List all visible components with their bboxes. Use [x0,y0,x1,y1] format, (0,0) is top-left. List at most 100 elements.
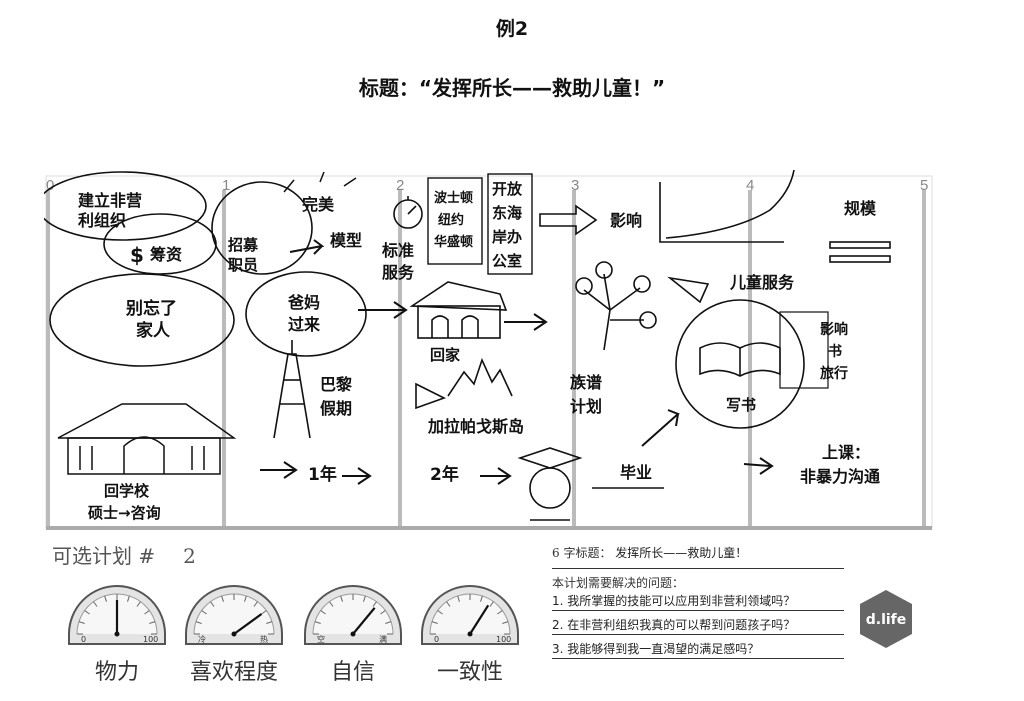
gauge-needle [233,613,263,635]
gauge-max-label: 满 [379,634,387,644]
nonprofit-line2: 利组织 [78,211,126,230]
graduate-text: 毕业 [620,463,652,482]
child-service-text: 儿童服务 [729,273,795,292]
gauge-tick [244,595,247,602]
svg-text:巴黎假期: 巴黎假期 [320,375,352,418]
gauge-hub [231,631,237,637]
office-line: 开放 [492,180,523,198]
column-label: 1 [222,177,230,194]
gauge-tick [320,610,326,615]
tree-icon [575,261,657,351]
family-line1: 别忘了 [125,298,177,319]
gauge-tick [480,595,483,602]
gauge-label: 喜欢程度 [189,660,278,685]
dlife-logo: d.life [860,590,912,648]
impact-list-box [779,311,829,389]
title-value: 发挥所长——救助儿童！ [615,546,748,560]
divider [552,568,844,569]
oval-family [49,273,235,367]
gauge-tick [502,621,509,624]
genealogy-line2: 计划 [570,397,602,416]
year2-text: 2年 [430,464,459,485]
oval-nonprofit [44,171,207,241]
questions-label: 本计划需要解决的问题： [552,576,685,590]
oval-recruit [211,181,313,275]
column-label: 0 [46,177,54,194]
hatched-arrow-icon [539,204,598,236]
city-line: 纽约 [438,212,464,228]
gauge-label: 物力 [94,660,139,685]
odyssey-plan-sketch: 0 1 2 3 4 5 建立非营利组织 筹资 $ 别忘了家人 回学校硕士→咨询 … [44,170,933,530]
gauge-confidence: 空满 [304,585,402,645]
gauge-tick [340,595,343,602]
gauge-tick [93,601,98,607]
gauge-min-label: 冷 [198,634,206,644]
column-label: 2 [396,177,404,194]
svg-text:族谱计划: 族谱计划 [570,373,602,416]
svg-text:开放东海岸办公室: 开放东海岸办公室 [492,180,523,270]
write-book-text: 写书 [726,396,756,414]
gauge-min-label: 0 [81,635,86,644]
svg-text:别忘了家人: 别忘了家人 [125,298,177,341]
gauge-hub [350,631,356,637]
graduate-icon [517,447,583,521]
gauge-tick [431,621,438,624]
question-item: 1. 我所掌握的技能可以应用到非营利领域吗？ [552,594,796,608]
stopwatch-icon [393,196,423,229]
family-line2: 家人 [136,320,171,341]
scale-text: 规模 [844,199,877,218]
divider [552,634,844,635]
gauge-tick [457,595,460,602]
svg-text:爸妈过来: 爸妈过来 [287,293,321,334]
gauge-tick [314,621,321,624]
gauge-tick [446,601,451,607]
column-label: 3 [571,177,579,194]
go-home-text: 回家 [430,346,460,364]
city-line: 波士顿 [434,190,473,206]
svg-text:影响书旅行: 影响书旅行 [820,321,848,382]
gauge-min-label: 0 [434,635,439,644]
model-text: 模型 [330,231,362,250]
sparkle-icon [283,171,357,193]
svg-text:招募职员: 招募职员 [228,236,259,274]
gauge-tick [136,601,141,607]
nonprofit-line1: 建立非营 [78,191,142,210]
logo-text: d.life [866,612,907,628]
plan-label-text: 可选计划 # [52,544,156,568]
parents-line1: 爸妈 [287,293,320,312]
question-item: 3. 我能够得到我一直渴望的满足感吗？ [552,642,760,656]
gauge-max-label: 100 [143,635,158,644]
parents-line2: 过来 [288,315,321,334]
paris-line1: 巴黎 [320,375,352,394]
divider [552,658,844,659]
course-line1: 上课： [822,443,870,462]
arrow-icon [415,382,447,410]
gauge-tick [144,610,150,615]
hatched-arrow-icon [641,409,680,447]
oval-book [675,299,805,429]
gauge-tick [201,610,207,615]
gauge-tick [437,610,443,615]
svg-text:上课：非暴力沟通: 上课：非暴力沟通 [800,443,880,486]
plan-label: 可选计划 # 2 [52,540,196,569]
gauge-tick [127,595,130,602]
eiffel-tower-icon [273,340,311,439]
svg-text:标准服务: 标准服务 [381,241,415,282]
dollar-icon: $ [130,243,144,267]
perfect-text: 完美 [302,195,335,214]
island-icon [447,357,513,397]
gauge-tick [266,621,273,624]
office-line: 公室 [492,252,522,270]
galapagos-text: 加拉帕戈斯岛 [427,417,524,436]
impact-text: 影响 [610,211,642,230]
gauge-tick [78,621,85,624]
house-icon [409,281,508,339]
gauge-tick [489,601,494,607]
plan-number: 2 [183,544,196,568]
question-item: 2. 在非营利组织我真的可以帮到问题孩子吗？ [552,618,796,632]
gauge-needle [352,607,376,635]
oval-parents [245,271,367,357]
office-box [487,173,533,275]
city-line: 华盛顿 [434,234,473,250]
divider [552,610,844,611]
